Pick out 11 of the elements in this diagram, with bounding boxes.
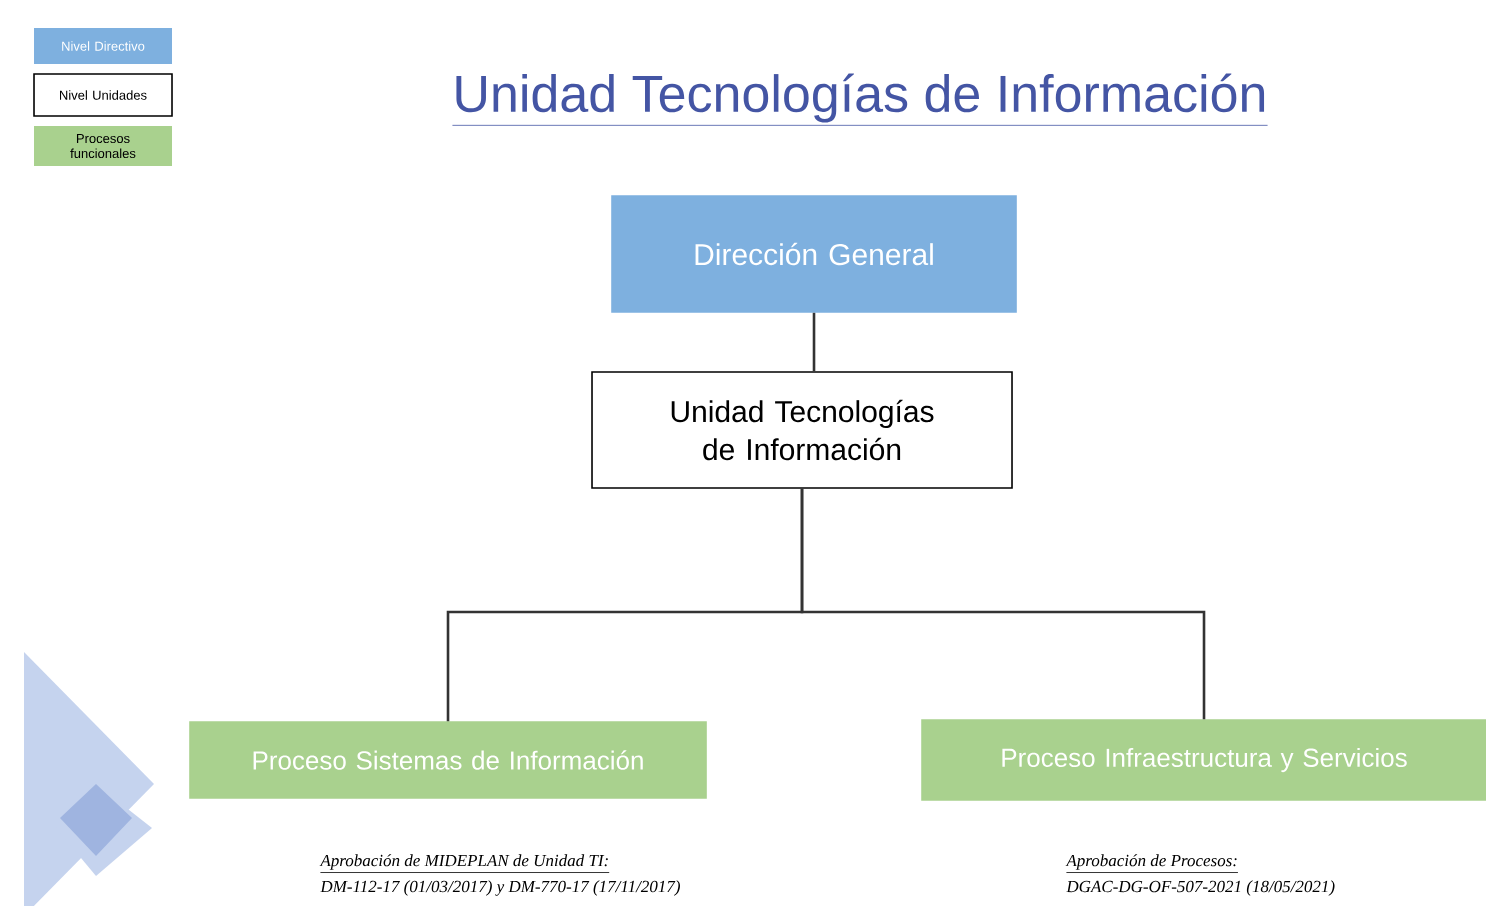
org-box: Proceso Sistemas de Información [189,721,707,799]
approval-note: DM-112-17 (01/03/2017) y DM-770-17 (17/11/2017) [320,880,680,896]
approval-note: Aprobación de MIDEPLAN de Unidad TI: [319,854,610,873]
title: Unidad Tecnologías de Información [452,73,1268,126]
connector-line [812,312,816,372]
connector-line [800,488,1206,720]
org-box: Dirección General [611,195,1017,313]
approval-note: DGAC-DG-OF-507-2021 (18/05/2021) [1066,880,1335,896]
org-box: Unidad Tecnologías de Información [591,371,1013,489]
approval-note: Aprobación de Procesos: [1065,854,1239,873]
org-box: Proceso Infraestructura y Servicios [921,719,1486,801]
